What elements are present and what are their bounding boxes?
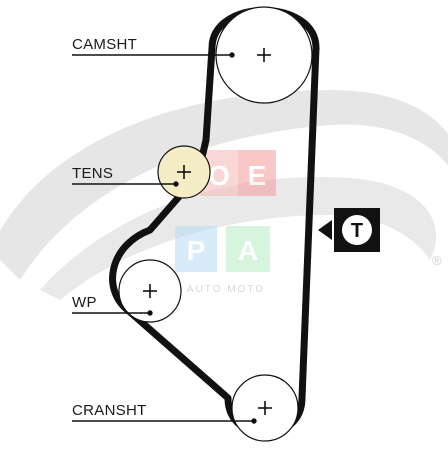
gates-watermark: ® xyxy=(0,90,448,300)
tile-p xyxy=(175,226,217,272)
plus-icon xyxy=(143,284,157,298)
tensioner-pulley xyxy=(157,145,211,199)
tile-o-letter: O xyxy=(208,160,230,191)
tile-e-letter: E xyxy=(248,160,267,191)
tension-t-icon: T xyxy=(318,208,380,252)
crankshaft-label: CRANSHT xyxy=(72,402,147,419)
camshaft-label: CAMSHT xyxy=(72,36,138,53)
water-pump-leader-dot xyxy=(147,310,153,316)
crankshaft-pulley xyxy=(231,374,299,442)
tile-p-letter: P xyxy=(187,235,206,266)
registered-mark: ® xyxy=(432,253,442,268)
plus-icon xyxy=(257,48,271,62)
plus-icon xyxy=(177,165,191,179)
tensioner-leader-dot xyxy=(173,181,179,187)
watermark-caption: AUTO MOTO xyxy=(187,284,265,295)
crankshaft-leader-dot xyxy=(251,418,257,424)
camshaft-leader-dot xyxy=(229,52,235,58)
leader-lines xyxy=(72,52,257,424)
water-pump-pulley xyxy=(118,259,182,323)
tiles-watermark: O E P A AUTO MOTO xyxy=(175,150,276,295)
tension-badge-letter: T xyxy=(351,220,363,242)
tile-a xyxy=(226,226,270,272)
tensioner-label: TENS xyxy=(72,165,114,182)
tile-e xyxy=(238,150,276,196)
plus-icon xyxy=(258,401,272,415)
water-pump-label: WP xyxy=(72,294,97,311)
tile-a-letter: A xyxy=(238,235,258,266)
